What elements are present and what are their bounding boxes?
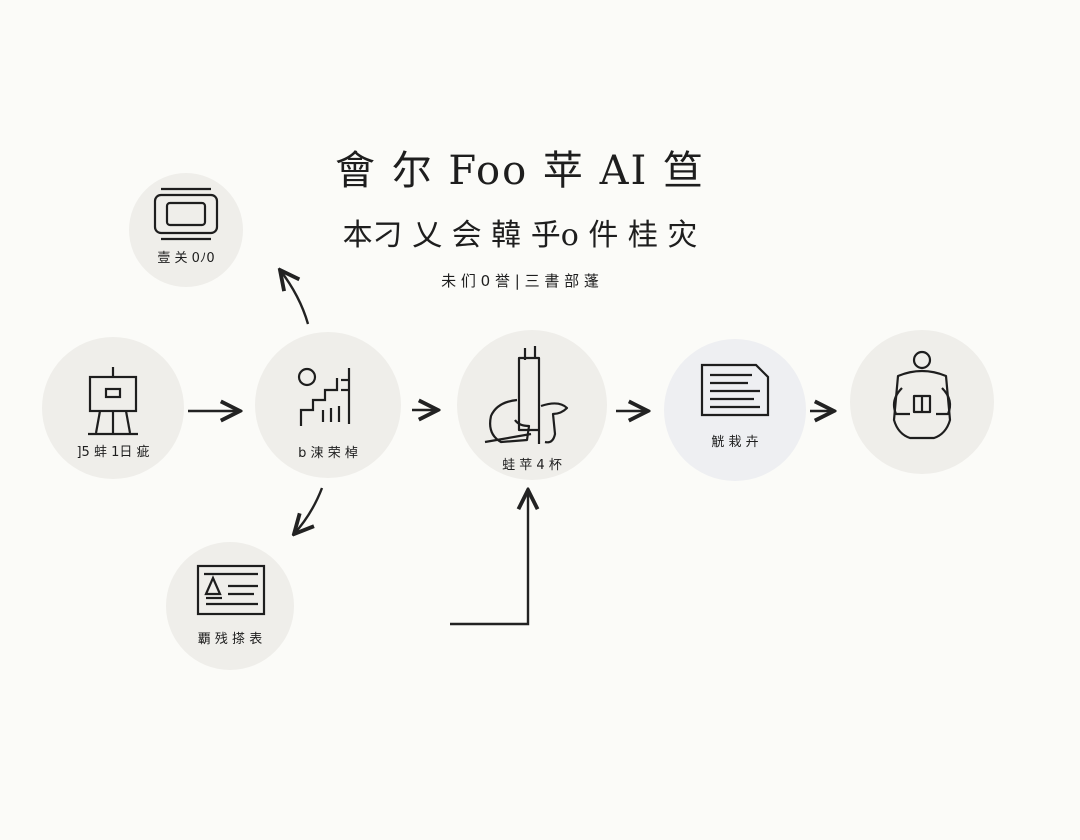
arrow-n2-n6 bbox=[280, 270, 310, 325]
sculpture-icon bbox=[484, 346, 569, 444]
node-label: ]5 蚌 1日 疵 bbox=[76, 445, 150, 460]
diagram-tagline: 未 们 0 誉 | 三 書 部 蓬 bbox=[441, 272, 599, 290]
presentation-easel-icon bbox=[88, 367, 138, 436]
node-label: 觥 栽 卉 bbox=[711, 435, 759, 450]
node-camera: 壹 关 0ﾉ0 bbox=[129, 173, 243, 287]
node-analysis: b 涑 荣 棹 bbox=[255, 332, 401, 478]
node-label: 蛙 苹 4 杯 bbox=[502, 458, 562, 473]
node-idcard: 覇 残 搽 表 bbox=[166, 542, 294, 670]
node-label: b 涑 荣 棹 bbox=[298, 446, 358, 461]
diagram-title: 會 尔 Foo 苹 AI 笪 bbox=[335, 148, 705, 194]
node-presentation: ]5 蚌 1日 疵 bbox=[42, 337, 184, 479]
document-icon bbox=[700, 363, 770, 417]
node-document: 觥 栽 卉 bbox=[664, 339, 806, 481]
title-block: 會 尔 Foo 苹 AI 笪 本刁 乂 会 韓 乎o 件 桂 灾 未 们 0 誉… bbox=[0, 138, 1040, 291]
node-label: 壹 关 0ﾉ0 bbox=[157, 251, 215, 266]
node-label: 覇 残 搽 表 bbox=[197, 632, 263, 647]
id-card-icon bbox=[196, 564, 266, 616]
camera-device-icon bbox=[153, 187, 219, 241]
arrow-n2-n7 bbox=[294, 487, 324, 534]
node-sculpture: 蛙 苹 4 杯 bbox=[457, 330, 607, 480]
node-person bbox=[850, 330, 994, 474]
stairs-chart-icon bbox=[297, 367, 351, 426]
diagram-subtitle: 本刁 乂 会 韓 乎o 件 桂 灾 bbox=[342, 218, 698, 253]
arrow-into-n3 bbox=[450, 490, 528, 626]
person-figure-icon bbox=[892, 350, 952, 440]
